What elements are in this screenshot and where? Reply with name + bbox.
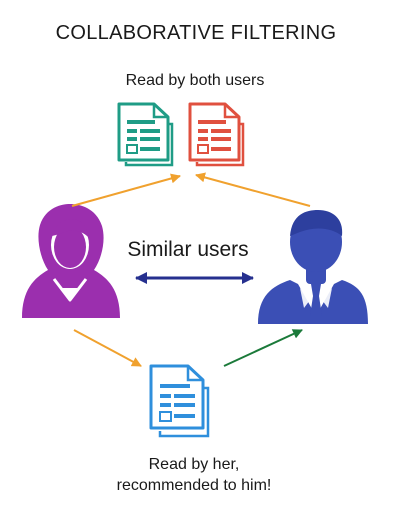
similar-users-label: Similar users: [127, 238, 249, 261]
arrow-woman-to-bottom-doc: [73, 329, 142, 367]
document-icon: [117, 102, 174, 167]
recommendation-label: Read by her, recommended to him!: [0, 454, 388, 496]
recommendation-label-line2: recommended to him!: [116, 477, 272, 494]
arrow-woman-to-top-docs: [71, 173, 181, 207]
arrow-man-to-top-docs: [195, 172, 311, 207]
man-user-icon: [258, 210, 368, 324]
document-icon: [188, 102, 245, 167]
read-by-both-label: Read by both users: [125, 72, 265, 89]
diagram-title: COLLABORATIVE FILTERING: [55, 22, 337, 44]
recommendation-label-line1: Read by her,: [148, 456, 240, 473]
woman-user-icon: [22, 204, 120, 318]
arrow-bottom-doc-to-man: [223, 329, 303, 367]
document-icon: [149, 364, 210, 438]
